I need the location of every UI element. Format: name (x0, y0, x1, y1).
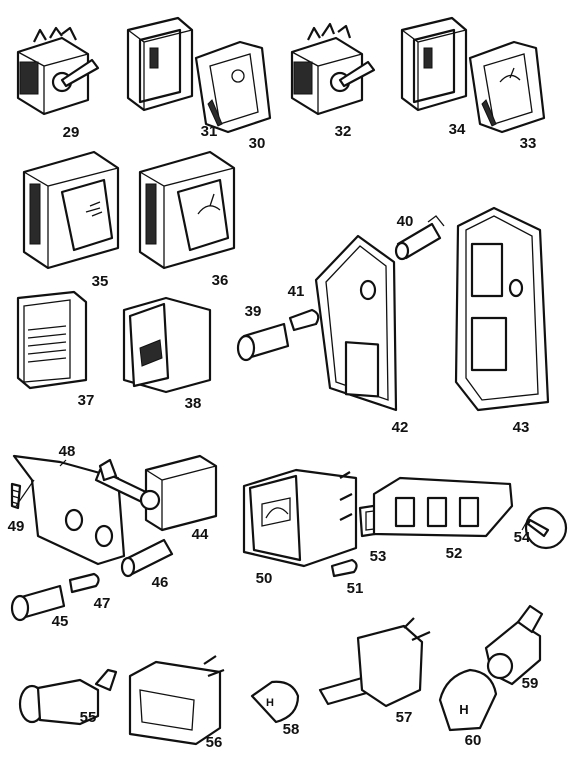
callout-40: 40 (397, 213, 414, 230)
callout-29: 29 (63, 124, 80, 141)
callout-47: 47 (94, 595, 111, 612)
callout-51: 51 (347, 580, 364, 597)
callout-37: 37 (78, 392, 95, 409)
knob-58-letter: H (266, 697, 274, 709)
part-42-switch-panel (314, 234, 398, 412)
callout-54: 54 (514, 529, 531, 546)
part-45-bulb-holder (10, 584, 66, 622)
part-57-rotary-switch (318, 617, 431, 708)
callout-33: 33 (520, 135, 537, 152)
callout-58: 58 (283, 721, 300, 738)
part-38-rocker-switch (122, 296, 212, 394)
callout-56: 56 (206, 734, 223, 751)
part-35-rocker-switch-light (22, 150, 120, 270)
callout-31: 31 (201, 123, 218, 140)
part-30-rocker-switch (194, 40, 272, 134)
knob-60-letter: H (459, 702, 468, 717)
callout-57: 57 (396, 709, 413, 726)
part-31-switch-housing (126, 16, 194, 112)
callout-35: 35 (92, 273, 109, 290)
part-52-switch-bezel (372, 476, 514, 538)
part-60-gear-knob: H (438, 668, 498, 732)
callout-34: 34 (449, 121, 466, 138)
callout-49: 49 (8, 518, 25, 535)
callout-41: 41 (288, 283, 305, 300)
part-55-push-pull-switch (18, 668, 118, 726)
part-37-rocker-switch-plain (16, 290, 88, 390)
callout-46: 46 (152, 574, 169, 591)
part-49-screw (10, 482, 22, 510)
part-36-rocker-switch-wiper (138, 150, 236, 270)
part-39-bulb-holder (236, 322, 290, 362)
part-56-rocker-switch (128, 655, 225, 746)
part-58-switch-knob: H (250, 680, 300, 724)
callout-39: 39 (245, 303, 262, 320)
part-46-bulb-holder (120, 538, 174, 578)
part-32-toggle-switch (290, 22, 376, 116)
callout-60: 60 (465, 732, 482, 749)
callout-50: 50 (256, 570, 273, 587)
part-54-screw (524, 506, 568, 550)
callout-43: 43 (513, 419, 530, 436)
part-47-bulb (68, 572, 100, 594)
callout-53: 53 (370, 548, 387, 565)
callout-48: 48 (59, 443, 76, 460)
callout-52: 52 (446, 545, 463, 562)
part-48-mounting-plate (12, 454, 126, 566)
part-34-switch-housing (400, 16, 468, 112)
leader-lines (15, 459, 531, 531)
callout-labels: 29 30 31 32 33 34 35 36 37 38 39 40 41 4… (8, 121, 539, 751)
callout-30: 30 (249, 135, 266, 152)
part-44-toggle-switch (94, 454, 218, 532)
callout-38: 38 (185, 395, 202, 412)
part-29-toggle-switch (16, 26, 100, 116)
callout-45: 45 (52, 613, 69, 630)
callout-44: 44 (192, 526, 209, 543)
callout-42: 42 (392, 419, 409, 436)
part-33-rocker-switch (468, 40, 546, 134)
part-51-bulb (330, 558, 358, 578)
part-40-bulb-holder (394, 215, 445, 261)
part-50-panel-gauge-switch (242, 468, 358, 568)
callout-55: 55 (80, 709, 97, 726)
callout-32: 32 (335, 123, 352, 140)
part-59-ignition-switch (484, 604, 544, 686)
callout-59: 59 (522, 675, 539, 692)
part-41-bulb (288, 308, 320, 332)
callout-36: 36 (212, 272, 229, 289)
part-43-switch-panel (454, 206, 550, 412)
